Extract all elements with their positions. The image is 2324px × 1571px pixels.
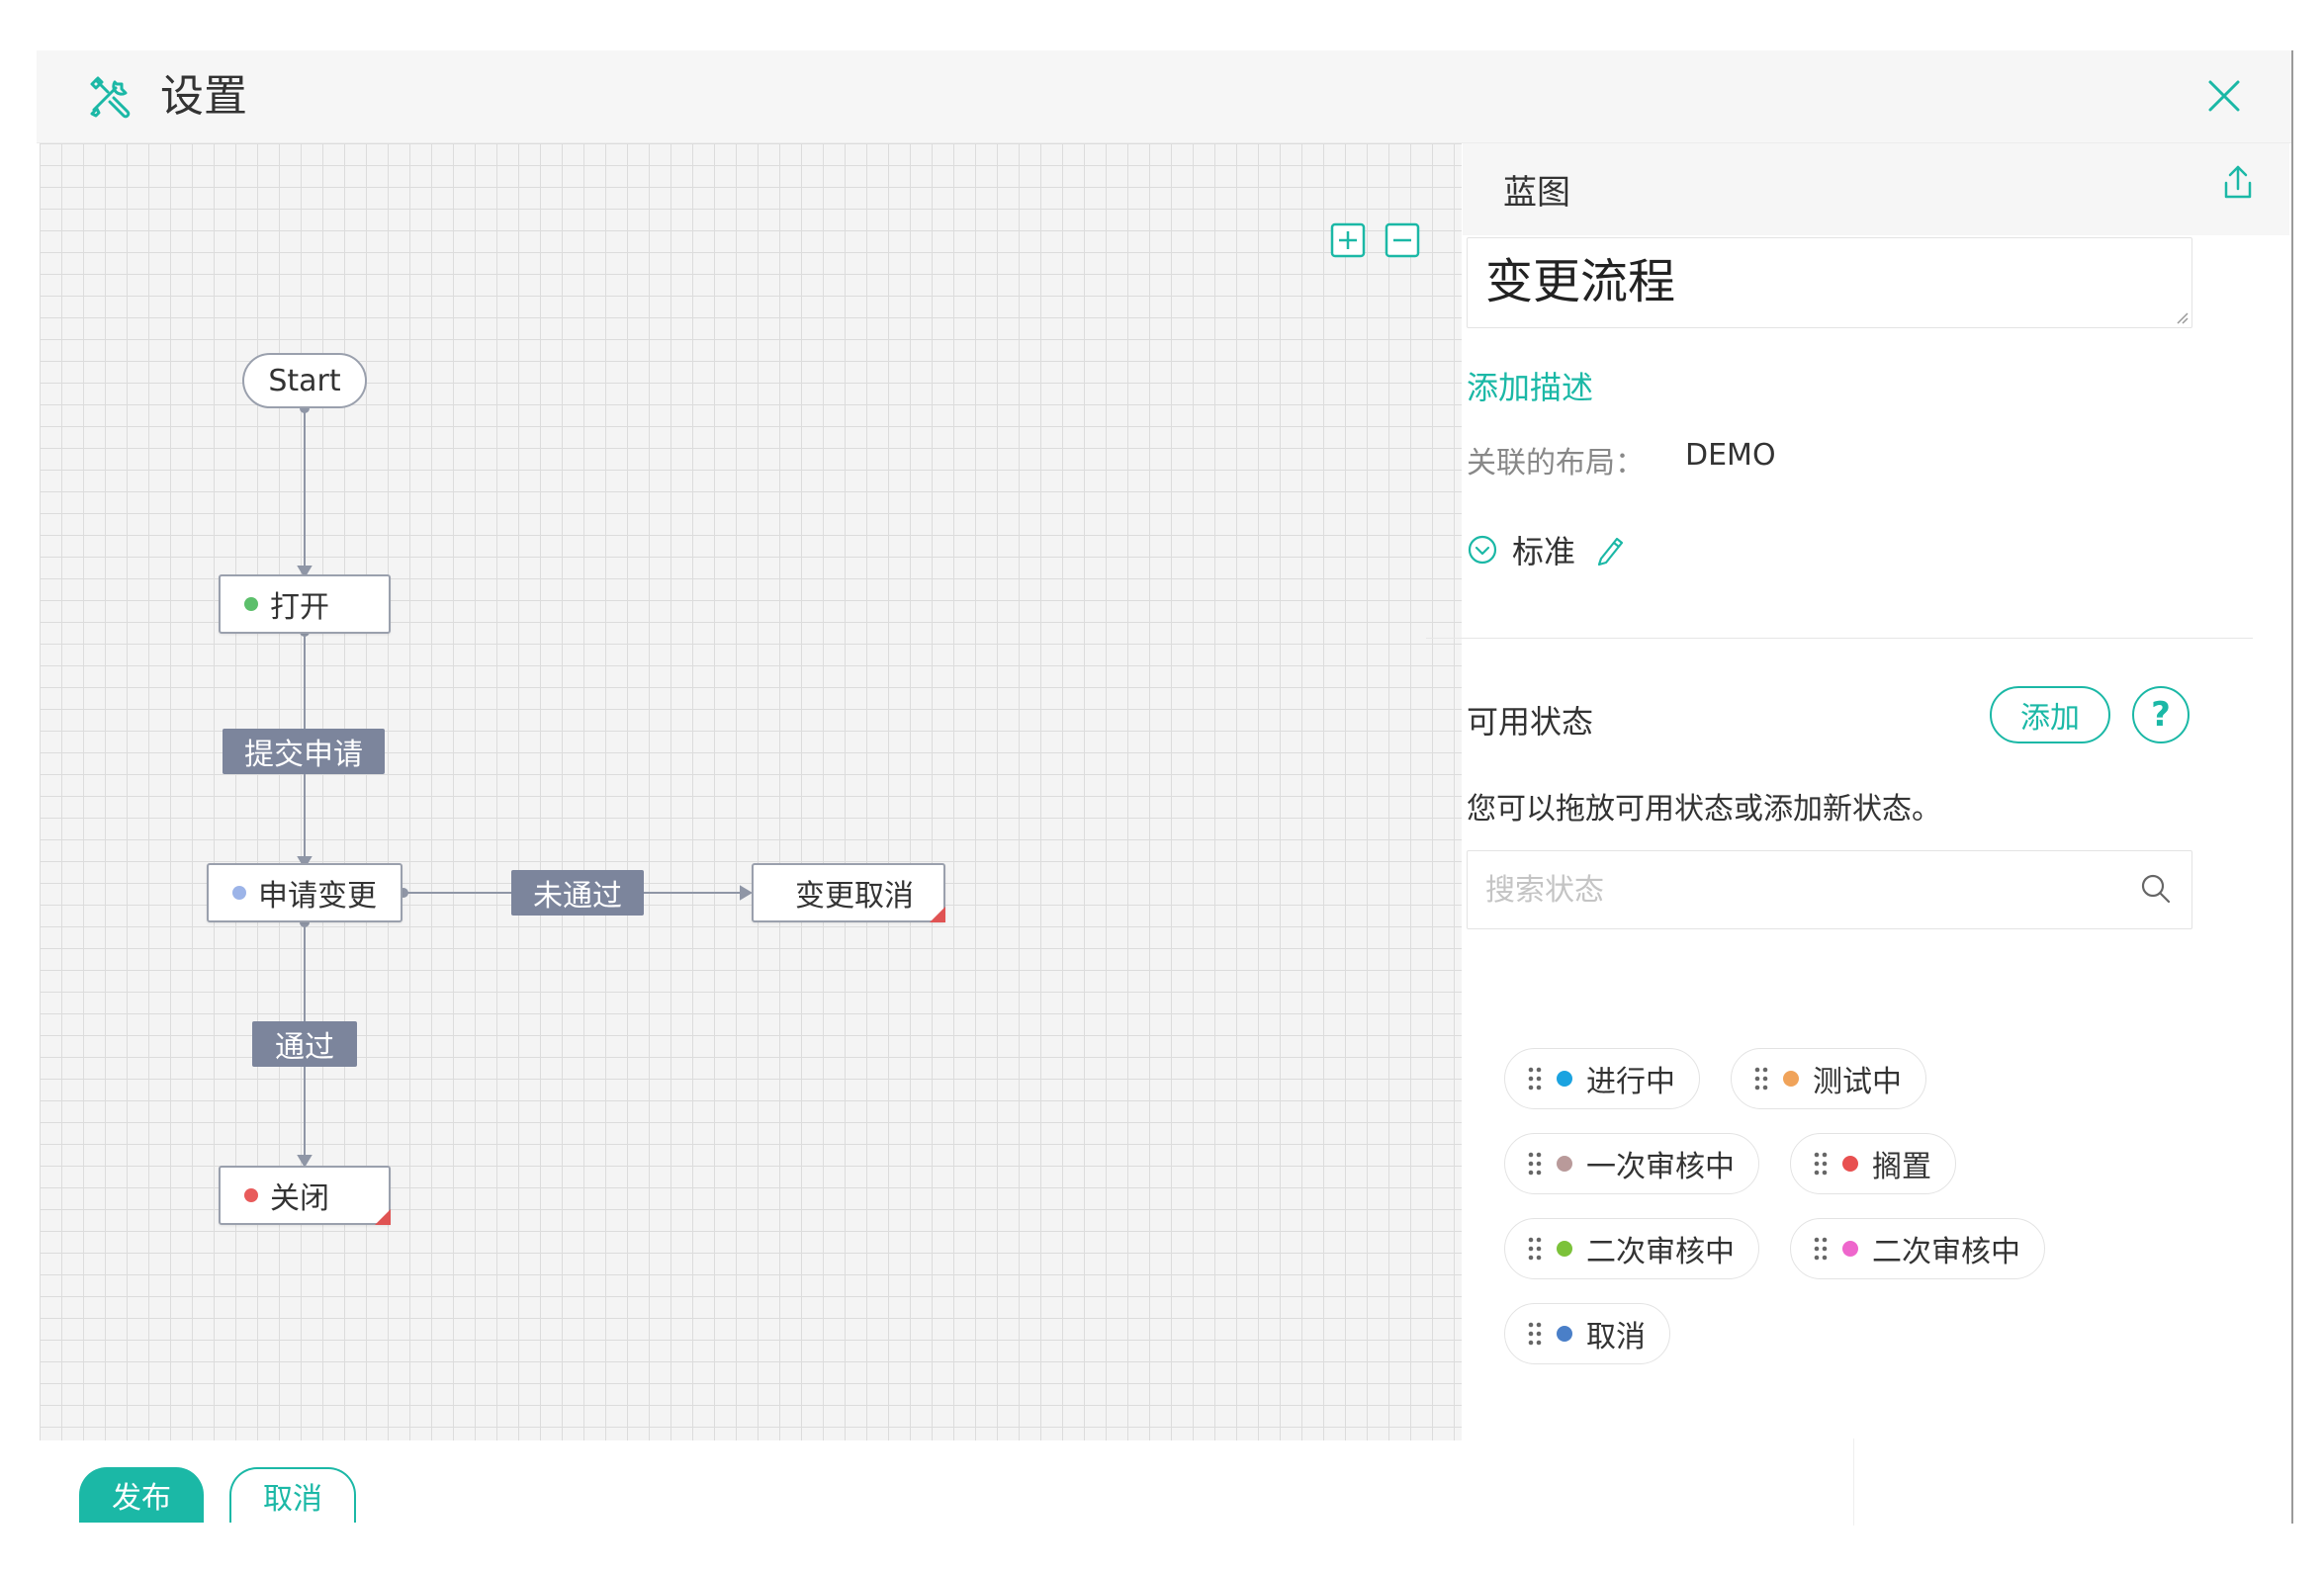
available-states-title: 可用状态: [1467, 703, 1594, 741]
layout-value: DEMO: [1685, 438, 1776, 473]
dialog-title: 设置: [160, 71, 247, 122]
flow-edge-submit[interactable]: 提交申请: [223, 729, 385, 774]
zoom-in-icon[interactable]: [1330, 222, 1366, 258]
end-marker: [930, 907, 945, 922]
flow-node-request-change[interactable]: 申请变更: [207, 863, 402, 922]
footer-separator: [1853, 1439, 1854, 1526]
status-dot: [1557, 1241, 1572, 1257]
status-chip[interactable]: 进行中: [1504, 1048, 1700, 1109]
standard-row: 标准: [1467, 529, 1625, 570]
flow-start-node[interactable]: Start: [242, 353, 367, 408]
blueprint-name-input[interactable]: 变更流程: [1467, 237, 2192, 328]
zoom-out-icon[interactable]: [1385, 222, 1420, 258]
drag-handle-icon[interactable]: [1813, 1236, 1829, 1262]
status-chip[interactable]: 测试中: [1731, 1048, 1926, 1109]
publish-button[interactable]: 发布: [79, 1467, 204, 1523]
drag-handle-icon[interactable]: [1527, 1066, 1543, 1091]
state-search-box: [1467, 850, 2192, 929]
export-icon[interactable]: [2220, 163, 2256, 203]
status-dot: [244, 597, 258, 611]
state-search-input[interactable]: [1468, 851, 2120, 928]
status-dot: [1557, 1326, 1572, 1342]
flow-node-label: 打开: [270, 590, 329, 625]
blueprint-canvas[interactable]: Start 打开 提交申请 申请变更 未通过 变更取消 通过 关闭: [40, 143, 1462, 1440]
standard-label: 标准: [1512, 533, 1576, 570]
status-chip[interactable]: 一次审核中: [1504, 1133, 1759, 1194]
available-states-hint: 您可以拖放可用状态或添加新状态。: [1467, 792, 1941, 827]
flow-node-label: 申请变更: [258, 879, 377, 914]
end-marker: [375, 1209, 391, 1225]
flow-connectors: [297, 403, 753, 1168]
drag-handle-icon[interactable]: [1527, 1236, 1543, 1262]
drag-handle-icon[interactable]: [1753, 1066, 1769, 1091]
drag-handle-icon[interactable]: [1813, 1151, 1829, 1177]
status-dot: [244, 1188, 258, 1202]
status-chip[interactable]: 取消: [1504, 1303, 1670, 1364]
search-icon[interactable]: [2138, 871, 2174, 907]
status-dot: [1842, 1156, 1858, 1172]
status-chip-label: 取消: [1586, 1320, 1646, 1354]
status-chip[interactable]: 搁置: [1790, 1133, 1956, 1194]
status-dot: [1557, 1071, 1572, 1087]
flow-node-label: 变更取消: [795, 879, 914, 914]
flow-node-close[interactable]: 关闭: [219, 1166, 391, 1225]
status-chip-label: 测试中: [1813, 1065, 1902, 1099]
drag-handle-icon[interactable]: [1527, 1151, 1543, 1177]
add-description-link[interactable]: 添加描述: [1467, 369, 1594, 406]
add-state-button[interactable]: 添加: [1990, 686, 2110, 743]
status-chip-label: 一次审核中: [1586, 1150, 1735, 1184]
flow-node-open[interactable]: 打开: [219, 574, 391, 634]
tools-icon: [90, 76, 131, 119]
status-dot: [1557, 1156, 1572, 1172]
status-chip[interactable]: 二次审核中: [1504, 1218, 1759, 1279]
status-dot: [232, 886, 246, 900]
dialog-header: 设置: [37, 50, 2291, 143]
status-chip-label: 二次审核中: [1872, 1235, 2020, 1269]
chevron-down-circle-icon[interactable]: [1467, 534, 1498, 566]
resize-grip-icon[interactable]: [2175, 310, 2189, 324]
flow-edge-reject[interactable]: 未通过: [511, 870, 644, 916]
status-chip-label: 搁置: [1872, 1150, 1931, 1184]
status-chip-label: 进行中: [1586, 1065, 1675, 1099]
drag-handle-icon[interactable]: [1527, 1321, 1543, 1347]
status-dot: [1783, 1071, 1799, 1087]
status-dot: [1842, 1241, 1858, 1257]
panel-title: 蓝图: [1503, 173, 1570, 213]
status-chip-label: 二次审核中: [1586, 1235, 1735, 1269]
panel-divider: [1426, 638, 2253, 639]
help-button[interactable]: ?: [2132, 686, 2190, 743]
flow-edge-pass[interactable]: 通过: [252, 1021, 357, 1067]
flow-node-cancel-change[interactable]: 变更取消: [752, 863, 945, 922]
blueprint-panel-header: 蓝图: [1463, 143, 2289, 235]
close-icon[interactable]: [2202, 74, 2246, 118]
pencil-icon[interactable]: [1595, 533, 1625, 567]
flow-node-label: 关闭: [270, 1181, 329, 1216]
cancel-button[interactable]: 取消: [229, 1467, 356, 1523]
status-chip[interactable]: 二次审核中: [1790, 1218, 2045, 1279]
layout-label: 关联的布局：: [1467, 446, 1645, 480]
